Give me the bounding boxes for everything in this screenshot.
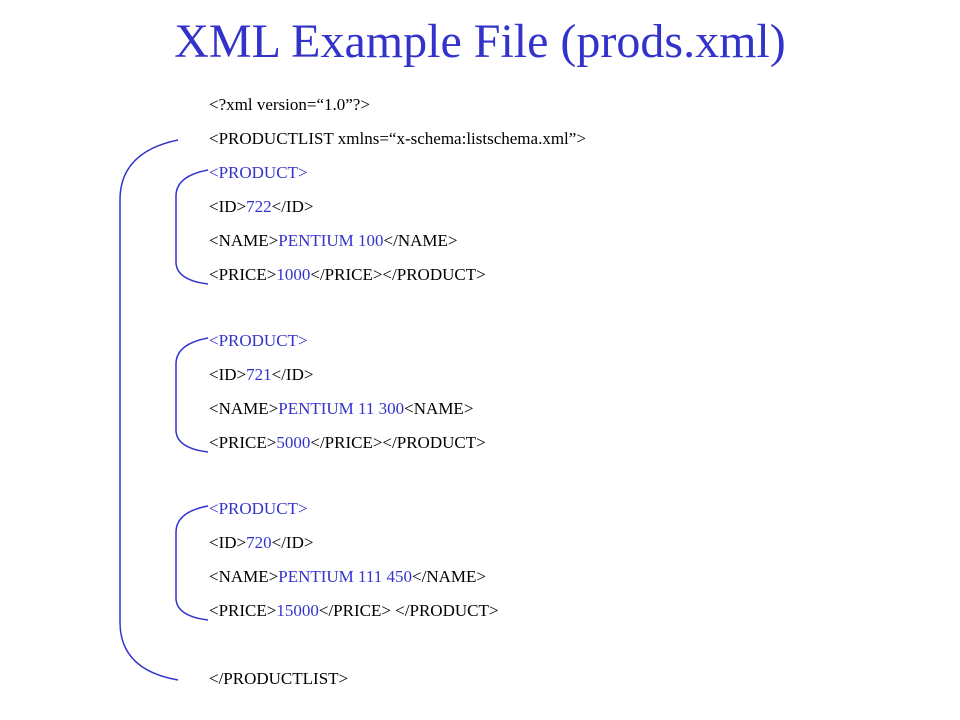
id-value: 722: [246, 197, 272, 216]
price-open-tag: <PRICE>: [209, 265, 277, 284]
name-open-tag: <NAME>: [209, 567, 279, 586]
productlist-open-tag: <PRODUCTLIST xmlns=“x-schema:listschema.…: [209, 129, 586, 148]
product-open-tag: <PRODUCT>: [209, 163, 308, 182]
product-open-tag: <PRODUCT>: [209, 331, 308, 350]
productlist-close-tag: </PRODUCTLIST>: [209, 669, 349, 688]
product-id-line: <ID>720</ID>: [209, 532, 313, 554]
xml-declaration: <?xml version=“1.0”?>: [209, 95, 370, 114]
product-name-line: <NAME>PENTIUM 11 300<NAME>: [209, 398, 473, 420]
name-open-tag: <NAME>: [209, 231, 279, 250]
name-close-tag: <NAME>: [404, 399, 474, 418]
product-3-bracket: [175, 505, 209, 621]
price-value: 1000: [276, 265, 311, 284]
product-2-bracket: [175, 337, 209, 453]
name-close-tag: </NAME>: [383, 231, 458, 250]
id-close-tag: </ID>: [271, 197, 314, 216]
productlist-bracket: [119, 139, 179, 681]
name-close-tag: </NAME>: [412, 567, 486, 586]
product-price-line: <PRICE>15000</PRICE> </PRODUCT>: [209, 600, 498, 622]
product-id-line: <ID>722</ID>: [209, 196, 313, 218]
name-value: PENTIUM 11 300: [278, 399, 405, 418]
price-close-tag: </PRICE></PRODUCT>: [310, 265, 486, 284]
price-close-tag: </PRICE> </PRODUCT>: [318, 601, 499, 620]
price-open-tag: <PRICE>: [209, 601, 277, 620]
product-name-line: <NAME>PENTIUM 111 450</NAME>: [209, 566, 486, 588]
id-value: 720: [246, 533, 272, 552]
id-close-tag: </ID>: [271, 365, 314, 384]
price-open-tag: <PRICE>: [209, 433, 277, 452]
price-value: 5000: [276, 433, 311, 452]
product-open-tag: <PRODUCT>: [209, 499, 308, 518]
id-open-tag: <ID>: [209, 197, 247, 216]
slide-title: XML Example File (prods.xml): [174, 15, 786, 68]
id-value: 721: [246, 365, 272, 384]
name-value: PENTIUM 100: [278, 231, 384, 250]
name-open-tag: <NAME>: [209, 399, 279, 418]
id-open-tag: <ID>: [209, 533, 247, 552]
product-name-line: <NAME>PENTIUM 100</NAME>: [209, 230, 458, 252]
product-1-bracket: [175, 169, 209, 285]
product-price-line: <PRICE>5000</PRICE></PRODUCT>: [209, 432, 486, 454]
price-close-tag: </PRICE></PRODUCT>: [310, 433, 486, 452]
product-price-line: <PRICE>1000</PRICE></PRODUCT>: [209, 264, 486, 286]
name-value: PENTIUM 111 450: [278, 567, 413, 586]
id-open-tag: <ID>: [209, 365, 247, 384]
price-value: 15000: [276, 601, 319, 620]
id-close-tag: </ID>: [271, 533, 314, 552]
product-id-line: <ID>721</ID>: [209, 364, 313, 386]
